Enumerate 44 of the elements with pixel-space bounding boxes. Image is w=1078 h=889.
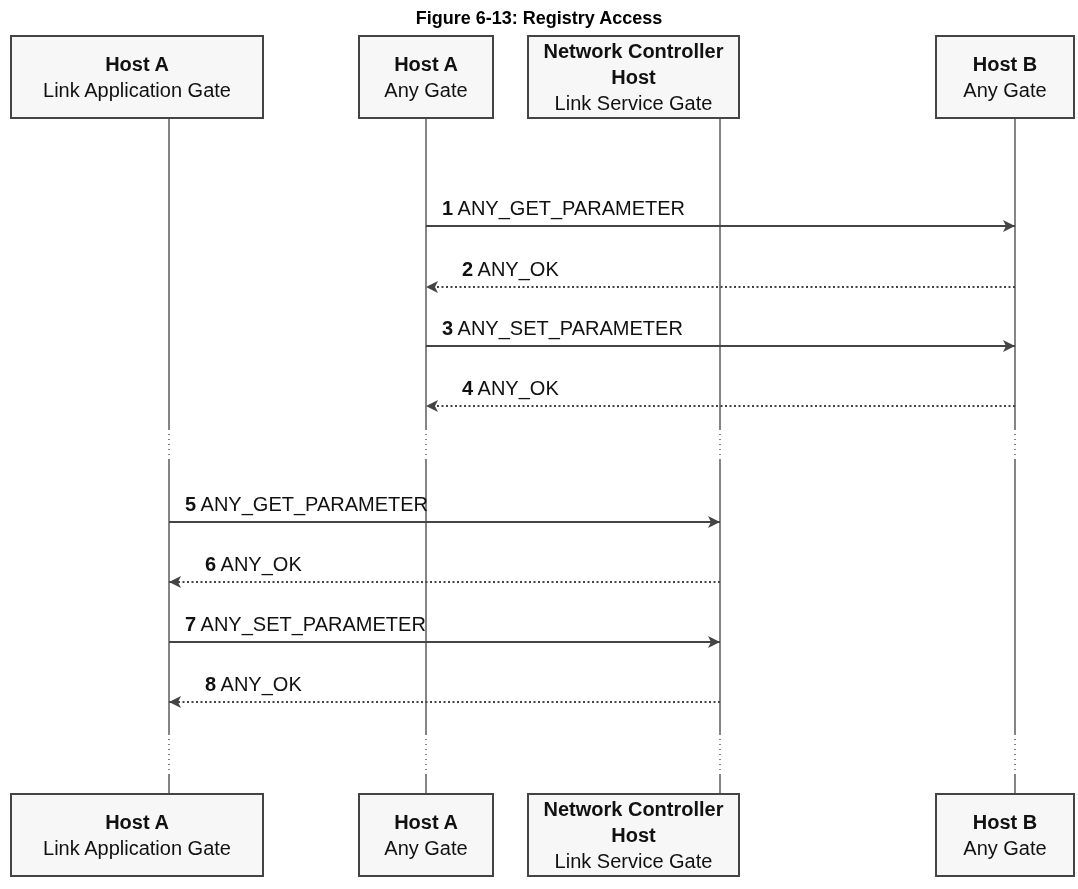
lifeline bbox=[1012, 119, 1018, 793]
lifeline-box bbox=[10, 35, 264, 119]
message-arrow bbox=[168, 516, 721, 528]
lifeline-box bbox=[935, 35, 1075, 119]
lifeline-box bbox=[527, 35, 740, 119]
message-label: 3 ANY_SET_PARAMETER bbox=[442, 316, 683, 340]
lifeline bbox=[717, 119, 723, 793]
gate-name: Any Gate bbox=[383, 836, 469, 861]
participant-name: Host A bbox=[104, 810, 170, 835]
message-label: 7 ANY_SET_PARAMETER bbox=[185, 612, 426, 636]
lifeline-box bbox=[935, 793, 1075, 877]
message-arrow bbox=[168, 636, 721, 648]
message-label: 4 ANY_OK bbox=[462, 376, 559, 400]
gate-name: Link Application Gate bbox=[42, 78, 232, 103]
lifeline-box bbox=[358, 35, 494, 119]
reply-arrow bbox=[168, 696, 721, 708]
reply-arrow bbox=[425, 281, 1016, 293]
message-label: 6 ANY_OK bbox=[205, 552, 302, 576]
participant-name: Host B bbox=[971, 810, 1039, 835]
message-arrow bbox=[425, 340, 1016, 352]
participant-name: Host A bbox=[104, 52, 170, 77]
message-label: 2 ANY_OK bbox=[462, 257, 559, 281]
reply-arrow bbox=[168, 576, 721, 588]
lifeline-box bbox=[10, 793, 264, 877]
gate-name: Any Gate bbox=[962, 836, 1048, 861]
participant-name: Network Controller Host bbox=[542, 797, 725, 848]
gate-name: Link Application Gate bbox=[42, 836, 232, 861]
participant-name: Host B bbox=[971, 52, 1039, 77]
message-label: 1 ANY_GET_PARAMETER bbox=[442, 196, 686, 220]
gate-name: Link Service Gate bbox=[553, 849, 714, 874]
reply-arrow bbox=[425, 400, 1016, 412]
lifeline bbox=[166, 119, 172, 793]
gate-name: Any Gate bbox=[962, 78, 1048, 103]
lifeline-box bbox=[358, 793, 494, 877]
message-label: 8 ANY_OK bbox=[205, 672, 302, 696]
participant-name: Network Controller Host bbox=[542, 39, 725, 90]
gate-name: Link Service Gate bbox=[553, 91, 714, 116]
message-label: 5 ANY_GET_PARAMETER bbox=[185, 492, 429, 516]
gate-name: Any Gate bbox=[383, 78, 469, 103]
lifeline-box bbox=[527, 793, 740, 877]
participant-name: Host A bbox=[393, 52, 459, 77]
figure-title: Figure 6-13: Registry Access bbox=[414, 8, 664, 29]
message-arrow bbox=[425, 220, 1016, 232]
participant-name: Host A bbox=[393, 810, 459, 835]
